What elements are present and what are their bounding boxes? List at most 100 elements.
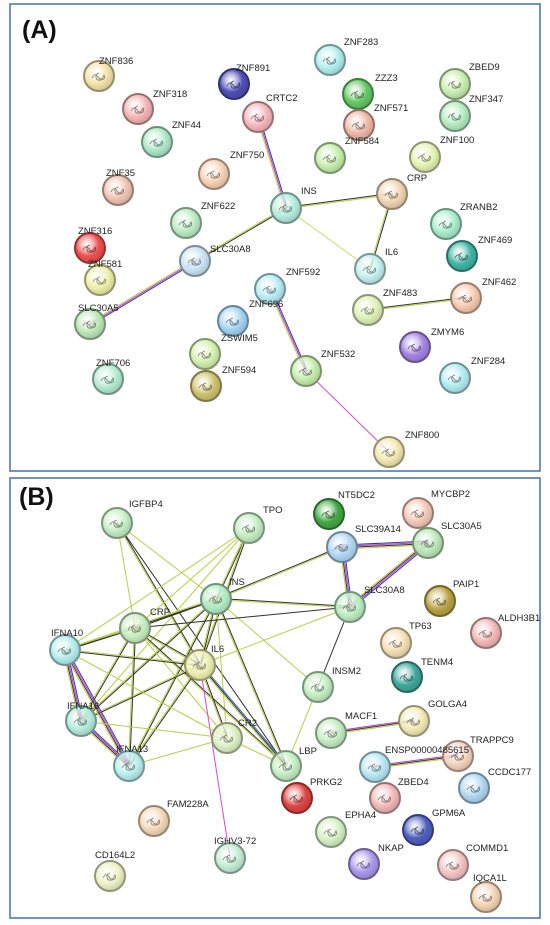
node-znf318[interactable]: ZNF318 — [122, 89, 187, 125]
edge-stroke — [117, 522, 202, 666]
node-zbed9[interactable]: ZBED9 — [439, 62, 500, 100]
node-znf469[interactable]: ZNF469 — [446, 235, 512, 272]
edge-stroke — [367, 296, 467, 310]
panel-b-frame — [9, 477, 541, 919]
node-ighv3-72[interactable]: IGHV3-72 — [214, 836, 256, 874]
node-gpm6a[interactable]: GPM6A — [402, 808, 466, 846]
node-zbed4[interactable]: ZBED4 — [369, 777, 429, 814]
protein-structure-glyph — [289, 794, 303, 803]
edge-stroke — [200, 663, 288, 766]
node-znf44[interactable]: ZNF44 — [141, 120, 201, 158]
node-znf462[interactable]: ZNF462 — [450, 277, 516, 314]
node-crp[interactable]: CRP — [376, 173, 427, 210]
node-label: EPHA4 — [345, 810, 376, 821]
node-circle — [302, 671, 334, 703]
node-trappc9[interactable]: TRAPPC9 — [442, 735, 514, 772]
node-tp63[interactable]: TP63 — [380, 621, 432, 659]
node-iqca1l[interactable]: IQCA1L — [470, 873, 507, 913]
node-zranb2[interactable]: ZRANB2 — [430, 202, 497, 240]
node-znf696[interactable]: ZNF696 — [217, 299, 283, 337]
protein-structure-glyph — [407, 343, 421, 352]
node-znf750[interactable]: ZNF750 — [198, 150, 264, 190]
node-znf100[interactable]: ZNF100 — [409, 135, 474, 173]
protein-structure-glyph — [198, 382, 212, 391]
protein-structure-glyph — [225, 317, 239, 326]
node-lbp[interactable]: LBP — [270, 746, 317, 782]
node-il6[interactable]: IL6 — [184, 644, 224, 681]
node-igfbp4[interactable]: IGFBP4 — [101, 499, 163, 539]
node-znf622[interactable]: ZNF622 — [170, 201, 235, 239]
node-znf347[interactable]: ZNF347 — [439, 94, 503, 132]
node-slc30a8[interactable]: SLC30A8 — [179, 244, 251, 277]
node-znf592[interactable]: ZNF592 — [254, 267, 320, 305]
edge-stroke — [305, 370, 390, 453]
node-znf316[interactable]: ZNF316 — [74, 226, 112, 264]
node-tpo[interactable]: TPO — [233, 505, 283, 544]
node-znf532[interactable]: ZNF532 — [290, 349, 355, 387]
node-znf800[interactable]: ZNF800 — [373, 430, 439, 468]
node-aldh3b1[interactable]: ALDH3B1 — [470, 613, 540, 649]
node-zmym6[interactable]: ZMYM6 — [399, 327, 464, 363]
node-crtc2[interactable]: CRTC2 — [242, 93, 298, 133]
node-circle — [399, 331, 431, 363]
node-paip1[interactable]: PAIP1 — [424, 579, 479, 617]
node-mycbp2[interactable]: MYCBP2 — [402, 489, 470, 529]
node-znf283[interactable]: ZNF283 — [314, 37, 378, 76]
node-ccdc177[interactable]: CCDC177 — [458, 767, 531, 804]
node-slc39a14[interactable]: SLC39A14 — [326, 524, 401, 563]
node-prkg2[interactable]: PRKG2 — [281, 777, 342, 814]
node-ifna16[interactable]: IFNA16 — [65, 701, 99, 737]
node-circle — [270, 192, 302, 224]
node-zswim5[interactable]: ZSWIM5 — [189, 333, 258, 370]
node-ensp00000485615[interactable]: ENSP00000485615 — [359, 745, 469, 783]
node-ifna10[interactable]: IFNA10 — [49, 628, 83, 666]
node-macf1[interactable]: MACF1 — [315, 711, 377, 749]
node-znf836[interactable]: ZNF836 — [83, 56, 133, 92]
node-tenm4[interactable]: TENM4 — [391, 657, 453, 693]
node-slc30a5[interactable]: SLC30A5 — [74, 303, 119, 340]
node-commd1[interactable]: COMMD1 — [437, 843, 508, 881]
edge-stroke — [215, 545, 343, 599]
node-circle — [412, 527, 444, 559]
node-golga4[interactable]: GOLGA4 — [398, 699, 467, 737]
node-insm2[interactable]: INSM2 — [302, 666, 361, 703]
node-il6[interactable]: IL6 — [354, 247, 398, 285]
protein-structure-glyph — [334, 543, 348, 552]
node-znf581[interactable]: ZNF581 — [84, 259, 122, 296]
edge-stroke — [90, 261, 197, 326]
node-znf571[interactable]: ZNF571 — [343, 103, 408, 141]
node-nt5dc2[interactable]: NT5DC2 — [313, 490, 375, 530]
protein-structure-glyph — [178, 219, 192, 228]
node-znf35[interactable]: ZNF35 — [102, 168, 135, 206]
node-circle — [450, 282, 482, 314]
node-znf706[interactable]: ZNF706 — [92, 358, 130, 395]
node-cr2[interactable]: CR2 — [211, 718, 257, 754]
protein-structure-glyph — [450, 752, 464, 761]
node-label: ZBED9 — [469, 62, 500, 73]
node-cd164l2[interactable]: CD164L2 — [94, 850, 135, 892]
node-zzz3[interactable]: ZZZ3 — [342, 73, 398, 110]
node-znf891[interactable]: ZNF891 — [218, 63, 270, 100]
node-ins[interactable]: INS — [200, 577, 245, 615]
node-label: INS — [229, 577, 245, 588]
node-ins[interactable]: INS — [270, 186, 317, 224]
node-fam228a[interactable]: FAM228A — [138, 799, 209, 837]
node-znf483[interactable]: ZNF483 — [352, 288, 417, 326]
node-slc30a5[interactable]: SLC30A5 — [412, 521, 482, 559]
node-epha4[interactable]: EPHA4 — [315, 810, 376, 848]
edge-stroke — [199, 606, 351, 666]
node-znf584[interactable]: ZNF584 — [314, 136, 379, 174]
protein-structure-glyph — [192, 661, 206, 670]
node-label: SLC30A8 — [210, 244, 251, 255]
node-ifna13[interactable]: IFNA13 — [113, 744, 148, 782]
protein-structure-glyph — [447, 374, 461, 383]
protein-structure-glyph — [219, 734, 233, 743]
protein-structure-glyph — [356, 860, 370, 869]
node-slc30a8[interactable]: SLC30A8 — [334, 585, 405, 623]
node-crp[interactable]: CRP — [119, 607, 170, 644]
node-znf284[interactable]: ZNF284 — [439, 356, 505, 394]
node-znf594[interactable]: ZNF594 — [190, 365, 256, 402]
panel-a-label: (A) — [22, 16, 57, 44]
node-nkap[interactable]: NKAP — [348, 843, 404, 880]
protein-structure-glyph — [420, 539, 434, 548]
